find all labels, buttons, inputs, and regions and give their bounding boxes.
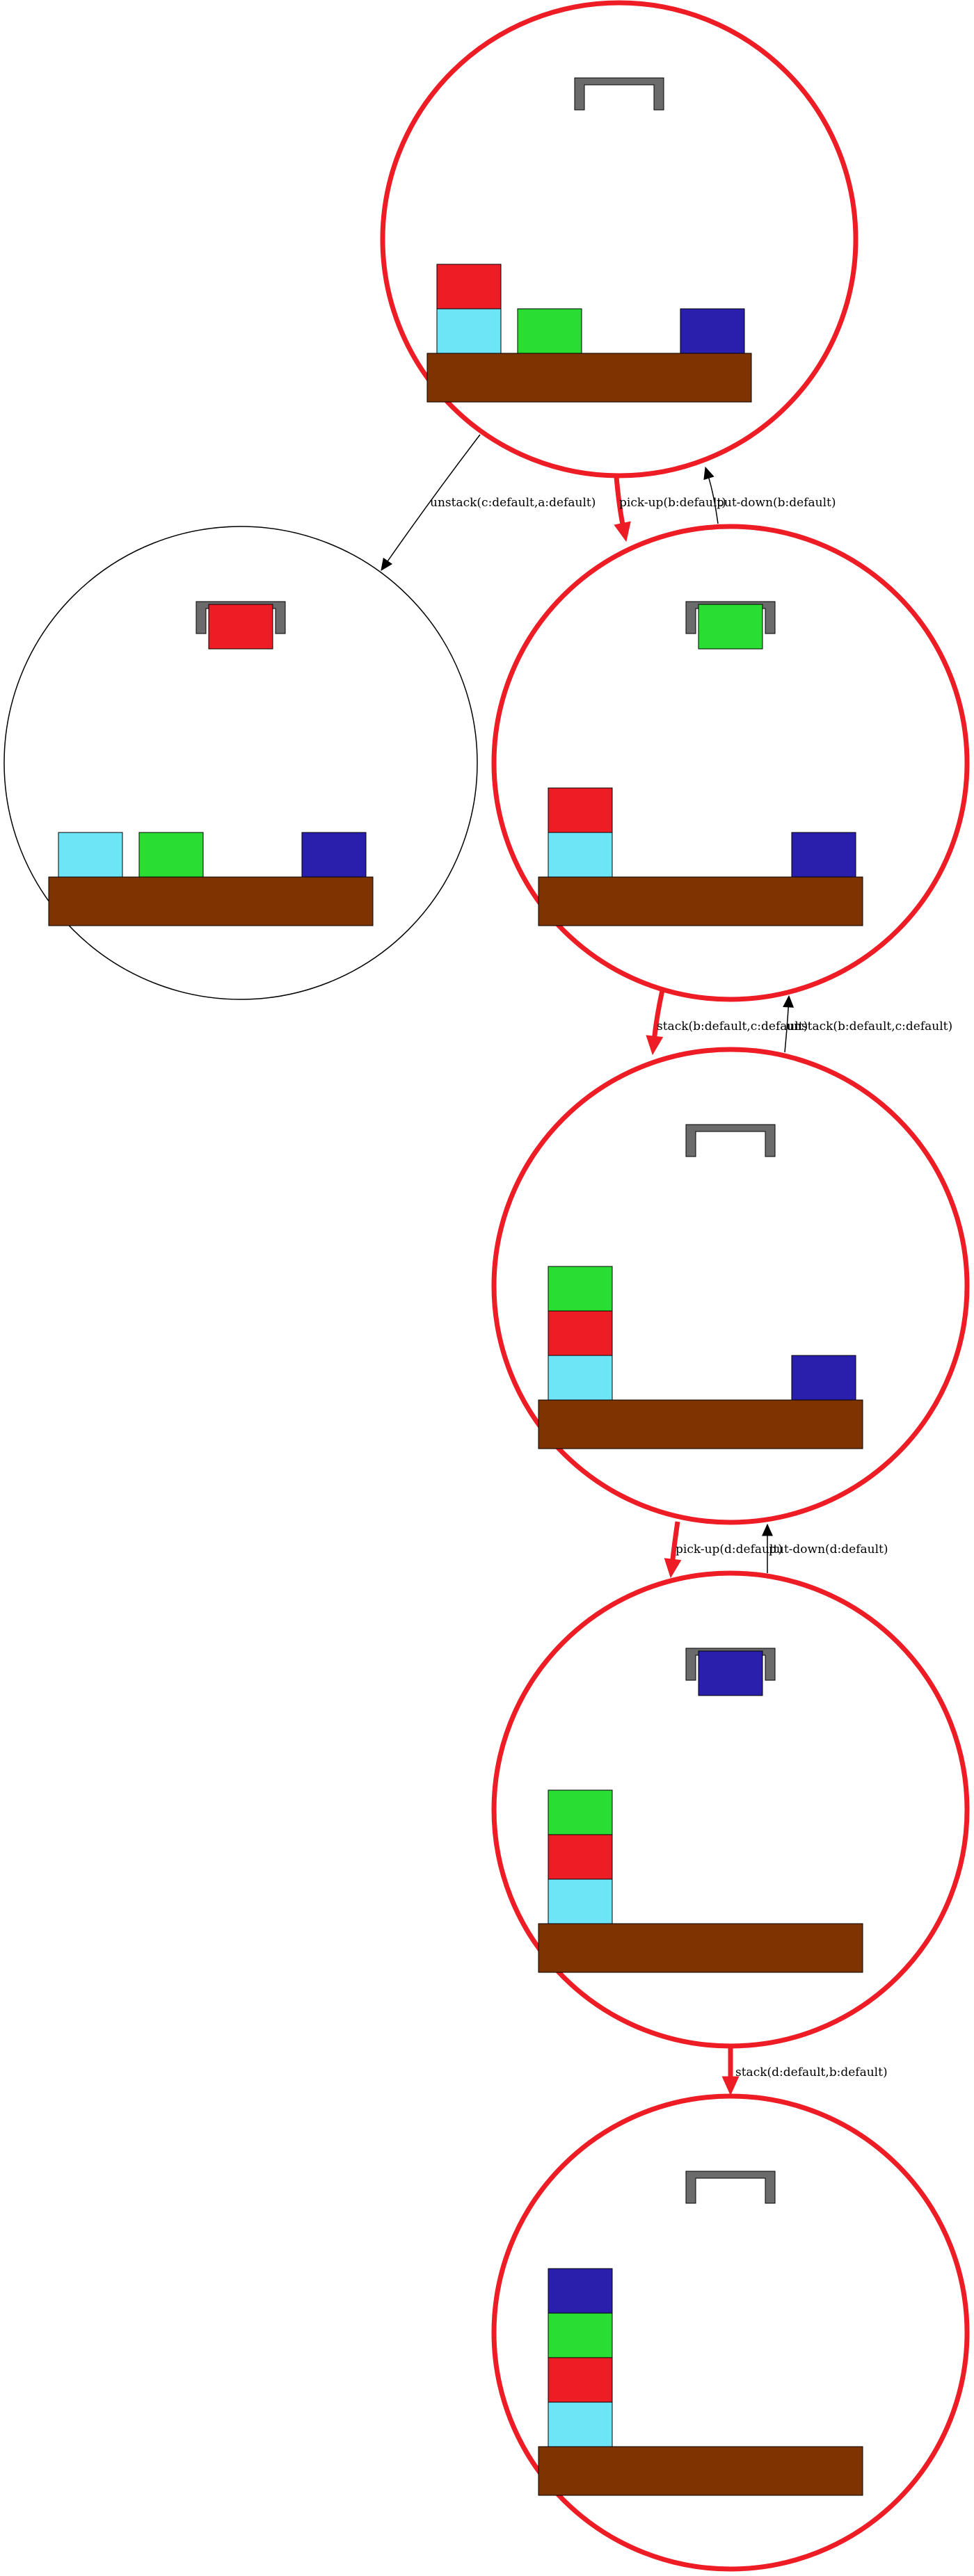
- plan-state-circle: [491, 524, 970, 1002]
- edge-label: stack(b:default,c:default): [657, 1020, 808, 1033]
- state-node: [491, 1570, 970, 2049]
- transition-edge: [381, 434, 481, 571]
- block-d: [301, 832, 367, 878]
- gripper: [685, 1124, 776, 1157]
- block-c: [138, 832, 204, 878]
- plan-transition-edge: [721, 2047, 740, 2096]
- block-a: [548, 1878, 613, 1924]
- gripper-claw: [574, 77, 664, 111]
- arrowhead: [721, 2076, 740, 2096]
- state-node: [491, 524, 970, 1002]
- state-circle: [3, 526, 478, 1000]
- gripper-claw: [685, 2171, 776, 2204]
- block-a: [58, 832, 123, 878]
- table: [48, 876, 374, 926]
- edge-label: put-down(b:default): [717, 496, 836, 510]
- block-d: [791, 832, 856, 878]
- plan-transition-edge: [646, 990, 665, 1056]
- arrowhead: [664, 1558, 682, 1579]
- block-c: [548, 1266, 613, 1312]
- block-a: [548, 1355, 613, 1401]
- gripper: [195, 601, 286, 650]
- edge-label: unstack(c:default,a:default): [430, 496, 596, 510]
- state-node: [380, 0, 859, 478]
- gripper: [574, 77, 664, 111]
- edge-line: [708, 475, 719, 524]
- arrowhead: [646, 1035, 664, 1056]
- arrowhead: [762, 1523, 773, 1536]
- edge-label: stack(d:default,b:default): [735, 2066, 888, 2079]
- gripper-claw: [685, 1124, 776, 1157]
- edge-line: [784, 1004, 790, 1053]
- nodes-layer: [3, 0, 970, 2572]
- edge-label: unstack(b:default,c:default): [786, 1020, 952, 1033]
- plan-state-circle: [380, 0, 859, 478]
- table: [538, 2446, 863, 2496]
- block-a: [548, 2401, 613, 2447]
- block-c: [548, 2312, 613, 2358]
- edges-layer: [381, 434, 795, 2096]
- block-b: [548, 1310, 613, 1356]
- block-b: [548, 2357, 613, 2403]
- table: [538, 1923, 863, 1973]
- labels-layer: unstack(c:default,a:default) pick-up(b:de…: [430, 496, 952, 2079]
- block-d: [548, 2268, 613, 2314]
- edge-label: put-down(d:default): [769, 1543, 888, 1556]
- block-b: [436, 264, 502, 309]
- plan-transition-edge: [614, 476, 631, 542]
- transition-edge: [762, 1523, 773, 1573]
- block-a: [436, 308, 502, 354]
- arrowhead: [614, 521, 631, 542]
- arrowhead: [381, 557, 392, 571]
- block-a: [548, 832, 613, 878]
- gripper: [685, 2171, 776, 2204]
- state-node: [491, 2093, 970, 2572]
- edge-line: [651, 990, 665, 1040]
- edge-line: [385, 434, 481, 563]
- edge-label: pick-up(b:default): [619, 496, 726, 510]
- held-block-d: [698, 1650, 763, 1696]
- held-block-c: [698, 604, 763, 650]
- block-d: [680, 308, 745, 354]
- plan-transition-edge: [664, 1521, 682, 1579]
- transition-edge: [703, 466, 719, 524]
- table: [426, 353, 752, 403]
- block-c: [517, 308, 582, 354]
- transition-edge: [783, 995, 795, 1053]
- held-block-b: [208, 604, 273, 650]
- edge-label: pick-up(d:default): [676, 1543, 783, 1556]
- gripper: [685, 1648, 776, 1696]
- block-c: [548, 1789, 613, 1835]
- block-d: [791, 1355, 856, 1401]
- table: [538, 1399, 863, 1449]
- table: [538, 876, 863, 926]
- block-b: [548, 787, 613, 833]
- state-node: [3, 526, 478, 1000]
- arrowhead: [783, 995, 795, 1008]
- block-b: [548, 1834, 613, 1880]
- arrowhead: [703, 466, 714, 481]
- gripper: [685, 601, 776, 650]
- state-node: [491, 1047, 970, 1525]
